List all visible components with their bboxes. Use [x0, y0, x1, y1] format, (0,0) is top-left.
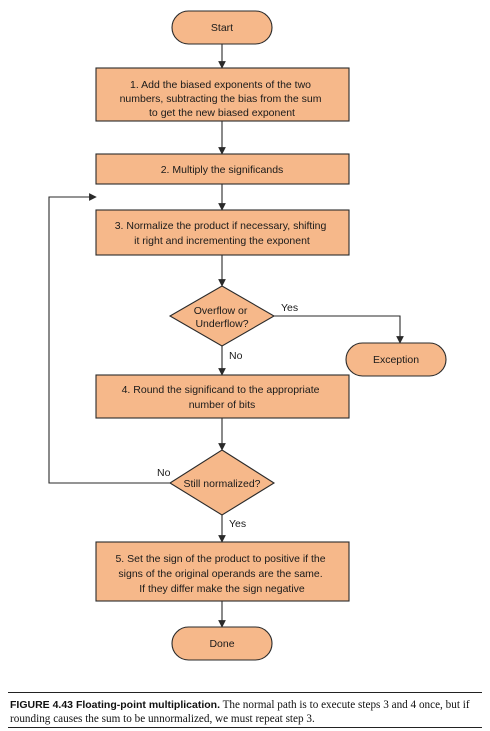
- svg-text:2. Multiply the significands: 2. Multiply the significands: [161, 164, 284, 176]
- exception-node: Exception: [345, 342, 447, 377]
- edge-label-overflow-no: No: [229, 350, 243, 362]
- svg-text:Overflow or Underflow?: Overflow or Underflow?: [194, 305, 251, 330]
- svg-text:5. Set the sign of the product: 5. Set the sign of the product to positi…: [115, 553, 328, 595]
- step5-box: 5. Set the sign of the product to positi…: [95, 541, 350, 602]
- caption-label: FIGURE 4.43 Floating-point multiplicatio…: [10, 699, 220, 711]
- svg-text:Start: Start: [211, 22, 233, 34]
- svg-text:3. Normalize the product if ne: 3. Normalize the product if necessary, s…: [115, 220, 330, 247]
- start-node: Start: [171, 10, 273, 45]
- svg-text:4. Round the significand to th: 4. Round the significand to the appropri…: [122, 384, 323, 411]
- caption-rule-bottom: [8, 727, 482, 728]
- step4-box: 4. Round the significand to the appropri…: [95, 374, 350, 419]
- step3-box: 3. Normalize the product if necessary, s…: [95, 209, 350, 256]
- caption-text: The normal path is to execute steps 3 an…: [10, 699, 470, 725]
- normalized-decision: Still normalized?: [168, 449, 276, 516]
- svg-text:Still normalized?: Still normalized?: [183, 478, 260, 490]
- edge-label-overflow-yes: Yes: [281, 302, 298, 314]
- figure-caption: FIGURE 4.43 Floating-point multiplicatio…: [10, 699, 484, 726]
- caption-rule-top: [8, 692, 482, 693]
- edge-decision2-loop: [48, 193, 170, 484]
- step2-box: 2. Multiply the significands: [95, 153, 350, 185]
- edge-label-normalized-no: No: [157, 467, 171, 479]
- edges: [48, 44, 404, 628]
- flowchart: Yes No No Yes Start 1. Add the biased ex…: [48, 10, 447, 661]
- svg-text:1. Add the biased exponents of: 1. Add the biased exponents of the two n…: [120, 79, 325, 119]
- svg-text:Done: Done: [209, 638, 234, 650]
- overflow-decision: Overflow or Underflow?: [168, 285, 276, 347]
- edge-label-normalized-yes: Yes: [229, 518, 246, 530]
- edge-decision1-exception: [274, 315, 404, 344]
- done-node: Done: [171, 626, 273, 661]
- svg-text:Exception: Exception: [373, 354, 419, 366]
- step1-box: 1. Add the biased exponents of the two n…: [95, 67, 350, 122]
